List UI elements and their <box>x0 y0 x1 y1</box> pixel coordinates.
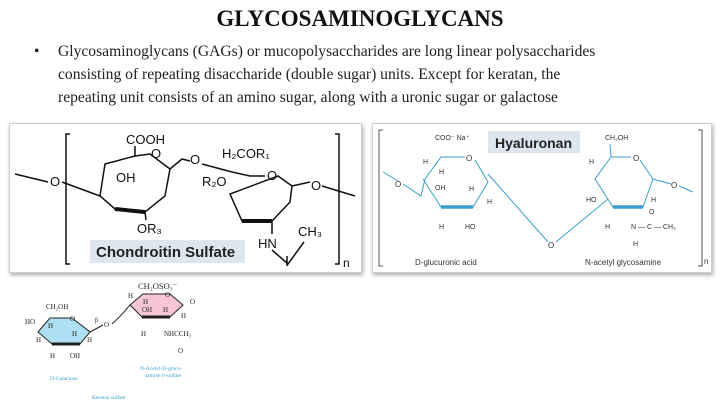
atom-h: H <box>605 224 610 231</box>
atom-hn: HN <box>258 236 277 251</box>
atom-h: H <box>128 292 133 300</box>
atom-r2o: R₂O <box>202 174 227 189</box>
chondroitin-label: Chondroitin Sulfate <box>96 244 235 261</box>
beta-label: β <box>95 318 98 324</box>
atom-oh: OH <box>70 352 80 360</box>
atom-h: H <box>633 241 638 248</box>
bullet-line: repeating unit consists of an amino suga… <box>58 89 558 106</box>
atom-o: O <box>165 291 170 299</box>
atom-h: H <box>423 159 428 166</box>
atom-h: H <box>50 352 55 360</box>
keratan-sulfate-figure: CH₂OH O HO H H H H H OH β O CH₂OSO₃⁻ O H… <box>0 278 260 404</box>
chondroitin-label-background <box>90 240 245 263</box>
atom-h: H <box>651 197 656 204</box>
atom-h: H <box>141 330 146 338</box>
atom-ch2oso3: CH₂OSO₃⁻ <box>138 281 178 291</box>
atom-cooh: COOH <box>126 132 165 147</box>
hyaluronan-label: Hyaluronan <box>495 135 572 151</box>
atom-o: O <box>190 298 195 306</box>
atom-h: H <box>163 306 168 314</box>
atom-or3: OR₃ <box>137 221 162 236</box>
atom-o: O <box>178 347 183 355</box>
atom-o: O <box>649 209 655 216</box>
atom-nhccch3: NHCCH₃ <box>164 330 192 338</box>
atom-o: O <box>548 241 554 250</box>
atom-ho: HO <box>586 197 597 204</box>
atom-o: O <box>190 152 200 167</box>
atom-h: H <box>143 298 148 306</box>
atom-h: H <box>72 330 77 338</box>
atom-ch2oh: CH₂OH <box>46 303 68 311</box>
sugar-label-glucosamine: N-Acetyl-D-gluco- <box>140 366 182 372</box>
atom-h: H <box>487 199 492 206</box>
repeat-n: n <box>704 257 708 266</box>
atom-h: H <box>469 186 474 193</box>
atom-o: O <box>70 315 75 323</box>
atom-o: O <box>50 174 60 189</box>
sugar-label-galactose: D-Galactose <box>50 376 78 382</box>
sugar-label-glucosamine: samine 6-sulfate <box>145 372 182 379</box>
atom-ch2oh: CH₂OH <box>605 135 628 142</box>
atom-n-acetyl: N — C — CH₃ <box>631 224 676 231</box>
atom-h: H <box>589 159 594 166</box>
atom-o: O <box>104 321 109 329</box>
repeat-n: n <box>343 256 350 270</box>
slide-title: GLYCOSAMINOGLYCANS <box>216 6 504 31</box>
atom-ho: HO <box>465 224 476 231</box>
atom-oh: OH <box>116 170 136 185</box>
atom-ho: HO <box>25 318 35 326</box>
atom-ch3: CH₃ <box>298 224 322 239</box>
chondroitin-sulfate-figure: O COOH O OH OR₃ O H₂COR₁ R₂O O O HN CH₃ … <box>9 123 362 273</box>
atom-oh: OH <box>142 306 152 314</box>
bullet-line: Glycosaminoglycans (GAGs) or mucopolysac… <box>58 43 596 60</box>
bullet-point: • Glycosaminoglycans (GAGs) or mucopolys… <box>34 40 714 109</box>
atom-o: O <box>151 146 161 161</box>
atom-h: H <box>181 312 186 320</box>
atom-h: H <box>36 336 41 344</box>
atom-coo: COO⁻ Na⁺ <box>435 135 470 142</box>
atom-h: H <box>48 322 53 330</box>
atom-o: O <box>633 154 639 163</box>
atom-o: O <box>267 168 277 183</box>
atom-h2cor1: H₂COR₁ <box>222 146 270 161</box>
keratan-sulfate-caption: Keratan sulfate <box>92 394 126 401</box>
sugar-label-glycosamine: N-acetyl glycosamine <box>585 258 662 267</box>
atom-h: H <box>439 224 444 231</box>
sugar-label-glucuronic: D-glucuronic acid <box>415 258 477 267</box>
bullet-line: consisting of repeating disaccharide (do… <box>58 66 561 83</box>
atom-o: O <box>311 178 321 193</box>
bullet-marker: • <box>34 43 40 60</box>
atom-h: H <box>87 336 92 344</box>
atom-oh: OH <box>435 185 446 192</box>
atom-h: H <box>439 169 444 176</box>
atom-o: O <box>466 154 472 163</box>
hyaluronan-figure: COO⁻ Na⁺ Hyaluronan O O H H OH H H H HO … <box>372 123 712 273</box>
atom-o: O <box>671 181 677 190</box>
atom-o: O <box>395 180 401 189</box>
